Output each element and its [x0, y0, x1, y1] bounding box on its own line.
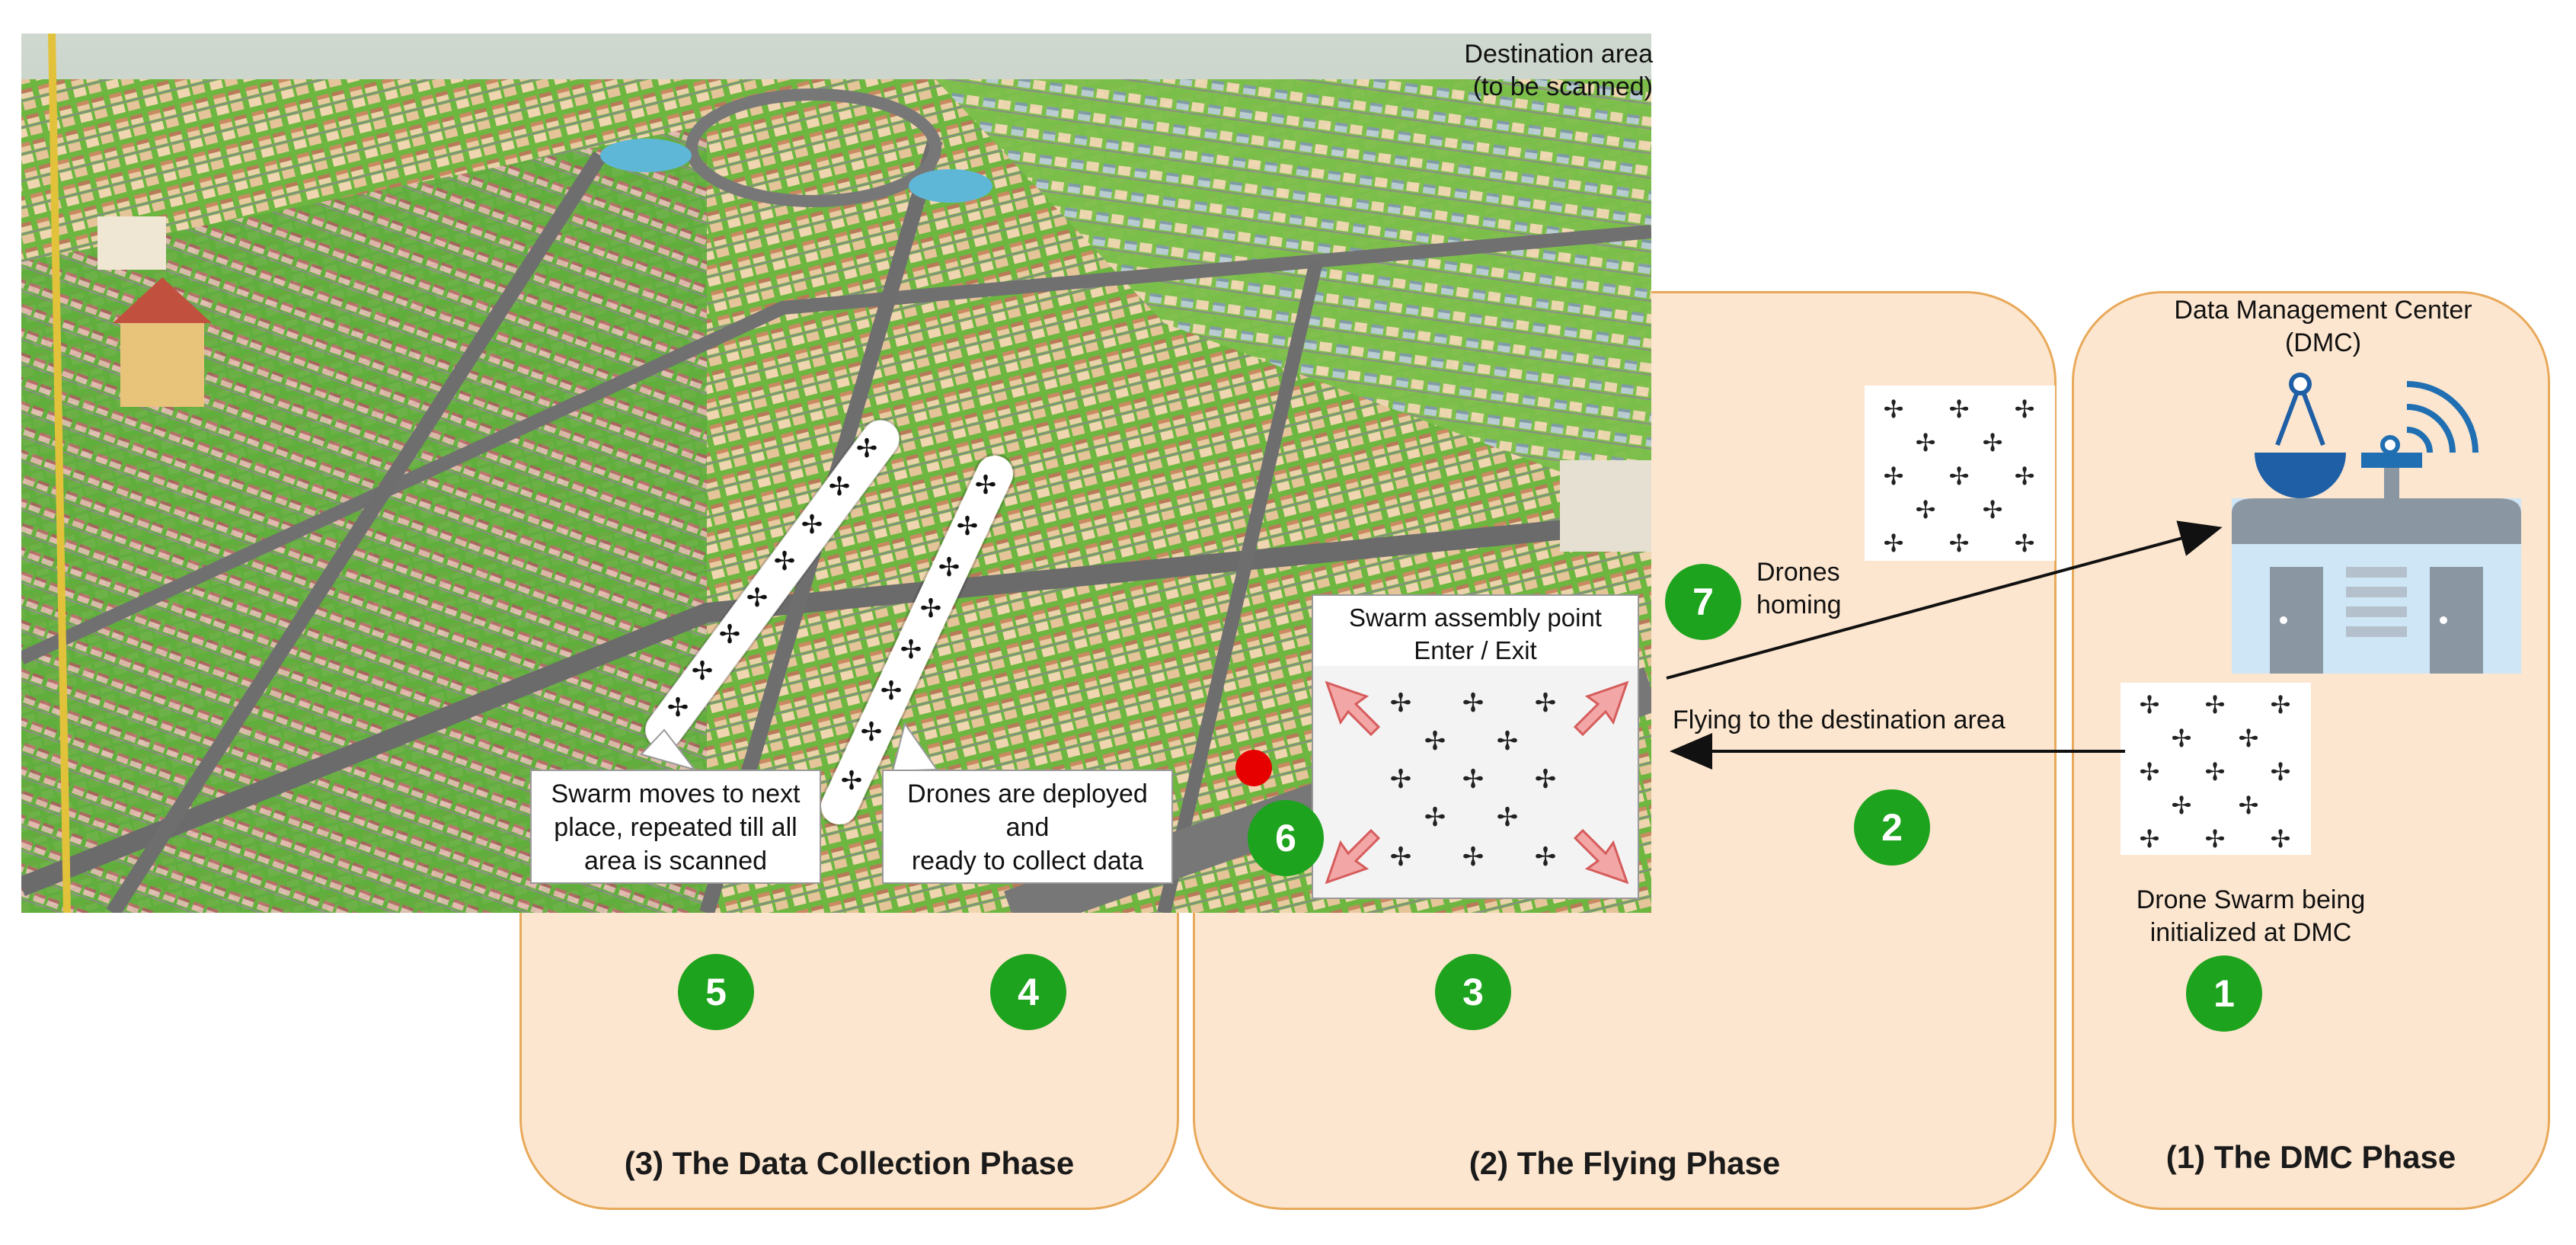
- svg-text:✢: ✢: [2239, 724, 2259, 753]
- svg-text:✢: ✢: [920, 594, 942, 624]
- svg-text:✢: ✢: [1916, 428, 1936, 457]
- dmc-swarm: ✢ ✢ ✢ ✢ ✢ ✢ ✢ ✢ ✢ ✢ ✢ ✢ ✢: [2121, 683, 2311, 855]
- svg-text:✢: ✢: [746, 583, 769, 613]
- step-1: 1: [2186, 955, 2262, 1032]
- svg-text:✢: ✢: [1497, 726, 1519, 757]
- svg-text:✢: ✢: [2015, 462, 2035, 491]
- svg-text:✢: ✢: [1462, 688, 1485, 719]
- assembly-arrow-tr: [1573, 680, 1629, 737]
- svg-text:✢: ✢: [1884, 529, 1904, 558]
- svg-text:✢: ✢: [1424, 802, 1446, 833]
- svg-text:✢: ✢: [2205, 690, 2226, 719]
- svg-text:✢: ✢: [1535, 842, 1557, 872]
- svg-text:✢: ✢: [829, 472, 851, 502]
- svg-text:✢: ✢: [881, 676, 903, 706]
- svg-text:✢: ✢: [1390, 764, 1412, 795]
- flying-to-label: Flying to the destination area: [1673, 706, 2006, 735]
- svg-text:✢: ✢: [2271, 690, 2291, 719]
- assembly-swarm: ✢ ✢ ✢ ✢ ✢ ✢ ✢ ✢ ✢ ✢ ✢ ✢ ✢: [1325, 680, 1629, 885]
- assembly-point-label: Swarm assembly point Enter / Exit: [1312, 594, 1639, 671]
- svg-text:✢: ✢: [1535, 764, 1557, 795]
- step-7: 7: [1665, 564, 1741, 640]
- svg-text:✢: ✢: [957, 511, 979, 542]
- svg-text:✢: ✢: [2205, 824, 2226, 853]
- svg-text:✢: ✢: [2172, 791, 2192, 820]
- svg-text:✢: ✢: [1424, 726, 1446, 757]
- assembly-arrow-br: [1573, 828, 1629, 885]
- svg-text:✢: ✢: [938, 552, 960, 583]
- svg-text:✢: ✢: [1949, 529, 1970, 558]
- drone-line-b-drones: ✢ ✢ ✢ ✢ ✢ ✢ ✢ ✢: [841, 470, 997, 796]
- svg-text:✢: ✢: [2015, 529, 2035, 558]
- svg-text:✢: ✢: [1949, 462, 1970, 491]
- svg-text:✢: ✢: [719, 619, 741, 650]
- collection-phase-title: (3) The Data Collection Phase: [624, 1145, 1075, 1181]
- step-3: 3: [1435, 954, 1511, 1030]
- dmc-building-icon: [2232, 373, 2521, 674]
- svg-text:✢: ✢: [1497, 802, 1519, 833]
- svg-text:✢: ✢: [2015, 395, 2035, 424]
- drones-homing-label: Drones homing: [1756, 558, 1842, 619]
- assembly-arrow-tl: [1325, 680, 1381, 737]
- drone-line-a: [644, 418, 901, 751]
- svg-text:✢: ✢: [1916, 495, 1936, 524]
- svg-text:✢: ✢: [667, 693, 689, 723]
- svg-text:✢: ✢: [692, 656, 714, 687]
- dmc-center-label: Data Management Center (DMC): [2174, 296, 2472, 357]
- svg-text:✢: ✢: [1390, 688, 1412, 719]
- svg-text:✢: ✢: [2140, 824, 2160, 853]
- svg-text:✢: ✢: [841, 766, 863, 796]
- step-4: 4: [990, 954, 1066, 1030]
- step-6: 6: [1248, 800, 1324, 876]
- svg-text:✢: ✢: [2172, 724, 2192, 753]
- svg-text:✢: ✢: [2205, 757, 2226, 786]
- svg-text:✢: ✢: [774, 546, 796, 577]
- svg-text:✢: ✢: [1462, 764, 1485, 795]
- svg-text:✢: ✢: [1949, 395, 1970, 424]
- assembly-point-box: ✢ ✢ ✢ ✢ ✢ ✢ ✢ ✢ ✢ ✢ ✢ ✢ ✢: [1312, 666, 1639, 899]
- step-5: 5: [678, 954, 754, 1030]
- svg-text:✢: ✢: [2271, 824, 2291, 853]
- flying-phase-title: (2) The Flying Phase: [1469, 1145, 1781, 1181]
- svg-text:✢: ✢: [1535, 688, 1557, 719]
- svg-text:✢: ✢: [1462, 842, 1485, 872]
- svg-text:✢: ✢: [856, 434, 878, 464]
- svg-text:✢: ✢: [2140, 757, 2160, 786]
- svg-text:✢: ✢: [2239, 791, 2259, 820]
- svg-text:✢: ✢: [861, 717, 883, 747]
- homing-arrow: [1666, 520, 2223, 680]
- assembly-arrow-bl: [1325, 828, 1381, 885]
- svg-text:✢: ✢: [975, 470, 997, 501]
- step-2: 2: [1854, 789, 1930, 866]
- svg-text:✢: ✢: [801, 510, 823, 540]
- drone-line-a-drones: ✢ ✢ ✢ ✢ ✢ ✢ ✢ ✢: [667, 434, 878, 723]
- swarm-moves-pointer: [640, 728, 697, 771]
- svg-text:✢: ✢: [1884, 395, 1904, 424]
- svg-text:✢: ✢: [2271, 757, 2291, 786]
- drone-line-b: [819, 453, 1015, 827]
- assembly-marker: [1235, 750, 1272, 786]
- svg-text:✢: ✢: [1983, 428, 2003, 457]
- homing-swarm: ✢ ✢ ✢ ✢ ✢ ✢ ✢ ✢ ✢ ✢ ✢ ✢ ✢: [1865, 386, 2055, 561]
- swarm-init-label: Drone Swarm being initialized at DMC: [2136, 885, 2366, 947]
- destination-area-label: Destination area (to be scanned): [1464, 40, 1653, 101]
- svg-text:✢: ✢: [1884, 462, 1904, 491]
- svg-text:✢: ✢: [900, 635, 922, 665]
- dmc-phase-title: (1) The DMC Phase: [2165, 1139, 2456, 1175]
- swarm-moves-callout: Swarm moves to next place, repeated till…: [530, 770, 821, 884]
- svg-text:✢: ✢: [2140, 690, 2160, 719]
- svg-text:✢: ✢: [1983, 495, 2003, 524]
- drones-deployed-callout: Drones are deployed and ready to collect…: [882, 770, 1173, 884]
- svg-text:✢: ✢: [1390, 842, 1412, 872]
